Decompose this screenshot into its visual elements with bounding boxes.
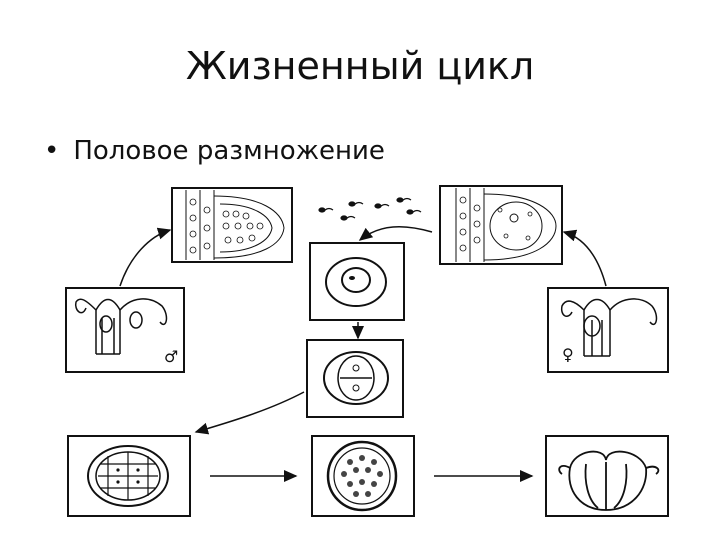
blastula-panel [311,435,415,517]
cleavage-embryo-panel [67,435,191,517]
slide-title: Жизненный цикл [185,44,535,88]
female-symbol: ♀ [562,345,574,364]
sperm-cells [318,197,422,221]
male-hydra-panel: ♂ [65,287,185,373]
bullet-item: • Половое размножение [44,136,385,166]
bullet-text: Половое размножение [73,136,385,166]
young-hydra-panel [545,435,669,517]
bullet-dot: • [44,136,60,166]
two-cell-embryo-panel [306,339,404,418]
zygote-panel [309,242,405,321]
cycle-arrows [119,226,607,482]
testis-section-panel [171,187,293,263]
female-hydra-panel: ♀ [547,287,669,373]
ovary-section-panel [439,185,563,265]
male-symbol: ♂ [164,347,178,366]
